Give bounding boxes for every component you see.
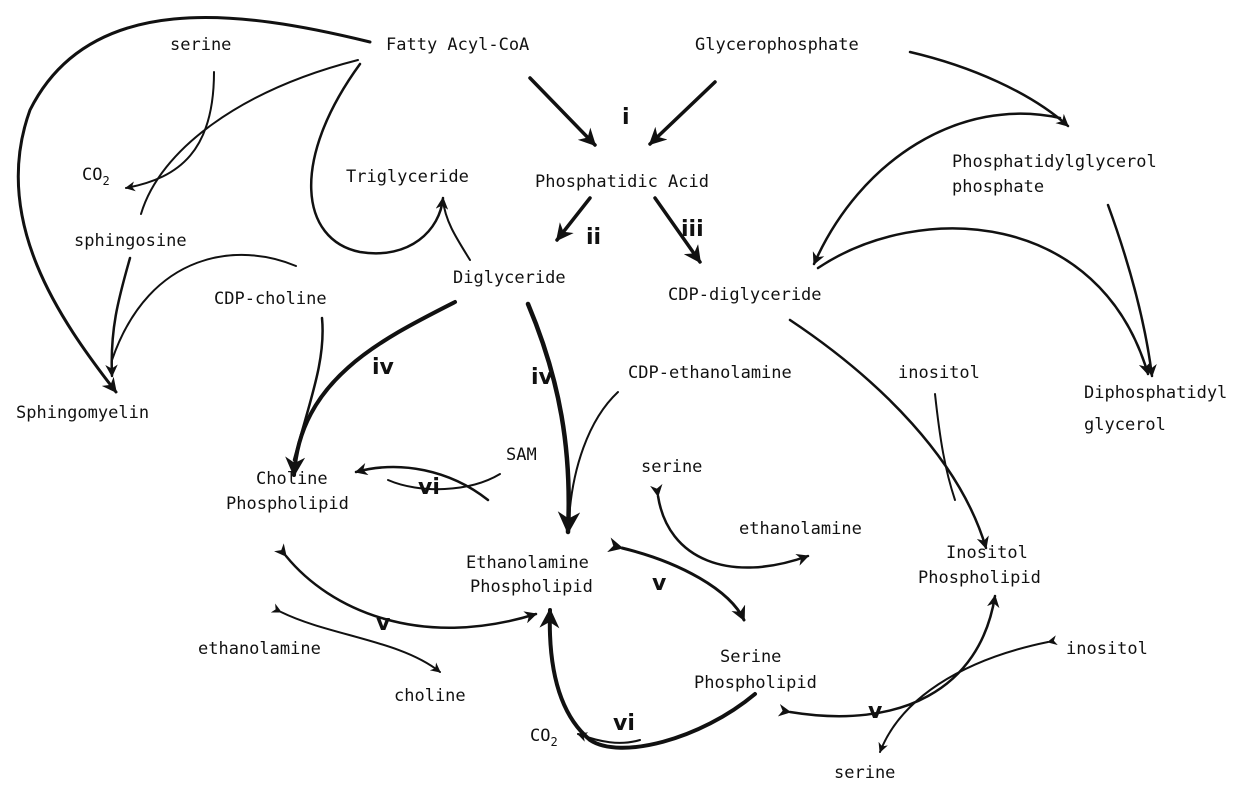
label-pgp-line1: Phosphatidylglycerol [952, 152, 1157, 172]
label-serine-phospholipid-line2: Phospholipid [694, 673, 817, 693]
arrow-glycerophosphate-to-pgp [908, 50, 1070, 128]
arrow-cdpethanolamine-to-ethanolamine-phospholipid [568, 391, 619, 521]
arrow-fattyacyl-to-phosphatidic-acid [528, 76, 597, 147]
label-cdp-choline: CDP-choline [214, 289, 327, 309]
label-diphosphatidylglycerol-line2: glycerol [1084, 415, 1166, 435]
label-choline-phospholipid-line2: Phospholipid [226, 494, 349, 514]
arrow-diglyceride-to-triglyceride [442, 199, 471, 261]
arrow-cdpcholine-to-choline-phospholipid [292, 316, 324, 462]
label-ethanolamine-mid: ethanolamine [739, 519, 862, 539]
step-label-iii: iii [681, 217, 704, 242]
label-ethanolamine-phospholipid-line2: Phospholipid [470, 577, 593, 597]
label-fatty-acyl-coa: Fatty Acyl-CoA [386, 35, 529, 55]
arrow-pgp-to-diphosphatidylglycerol [1106, 203, 1157, 378]
label-sphingomyelin: Sphingomyelin [16, 403, 149, 423]
label-ethanolamine-phospholipid-line1: Ethanolamine [466, 553, 589, 573]
label-diglyceride: Diglyceride [453, 268, 566, 288]
arrow-serine-inositol-phospholipid-exchange [777, 594, 1000, 718]
step-label-ii: ii [586, 225, 601, 250]
label-serine-bottom: serine [834, 763, 895, 783]
arrow-co2-bottom [577, 732, 641, 744]
arrow-sam-input [387, 473, 501, 491]
step-label-v-right: v [868, 699, 883, 724]
label-cdp-ethanolamine: CDP-ethanolamine [628, 363, 792, 383]
arrow-glycerophosphate-to-phosphatidic-acid [648, 80, 717, 146]
label-co2-top: CO2 [82, 165, 110, 188]
label-sphingosine: sphingosine [74, 231, 187, 251]
step-label-vi-bottom: vi [613, 711, 635, 736]
label-triglyceride: Triglyceride [346, 167, 469, 187]
label-serine-top: serine [170, 35, 231, 55]
label-pgp-line2: phosphate [952, 177, 1044, 197]
label-co2-bottom: CO2 [530, 726, 558, 749]
arrow-inositol-to-inositol-phospholipid [934, 393, 956, 501]
arrow-fattyacyl-to-triglyceride [309, 62, 449, 255]
step-label-v-left: v [376, 611, 391, 636]
arrow-sphingosine-to-sphingomyelin [105, 256, 132, 378]
label-glycerophosphate: Glycerophosphate [695, 35, 859, 55]
arrow-diglyceride-to-choline-phospholipid [285, 300, 457, 477]
arrow-pgp-to-cdp-diglyceride [812, 112, 1062, 266]
arrow-serine-to-co2-top [125, 71, 215, 192]
label-diphosphatidylglycerol-line1: Diphosphatidyl [1084, 383, 1227, 403]
label-inositol-right: inositol [1066, 639, 1148, 659]
label-inositol-top: inositol [898, 363, 980, 383]
arrow-cdp-diglyceride-to-diphosphatidylglycerol [816, 227, 1151, 376]
label-sam: SAM [506, 445, 537, 465]
arrow-fattyacyl-to-sphingomyelin [16, 16, 372, 394]
label-co2-top-main: CO [82, 165, 102, 185]
arrow-inositol-serine-side [878, 635, 1058, 753]
step-label-iv-left: iv [372, 355, 395, 380]
arrow-diglyceride-to-ethanolamine-phospholipid [525, 301, 581, 535]
arrow-phosphatidic-acid-to-diglyceride [555, 196, 592, 242]
step-labels: i ii iii iv iv vi v v v vi [372, 105, 883, 736]
label-choline: choline [394, 686, 466, 706]
label-co2-bottom-main: CO [530, 726, 550, 746]
label-serine-phospholipid-line1: Serine [720, 647, 781, 667]
arrow-phosphatidic-acid-to-cdp-diglyceride [653, 196, 702, 264]
label-serine-mid: serine [641, 457, 702, 477]
connectors [16, 16, 1157, 753]
label-ethanolamine-left: ethanolamine [198, 639, 321, 659]
arrow-ethanolamine-to-choline-phospholipid-sam [354, 463, 490, 502]
arrow-cdpcholine-to-sphingomyelin [111, 253, 297, 361]
label-co2-top-sub: 2 [102, 174, 109, 188]
node-labels: Fatty Acyl-CoA Glycerophosphate serine C… [16, 35, 1227, 783]
label-cdp-diglyceride: CDP-diglyceride [668, 285, 822, 305]
arrow-cdp-diglyceride-to-inositol-phospholipid [788, 318, 989, 550]
step-label-vi-top: vi [418, 475, 440, 500]
label-choline-phospholipid-line1: Choline [256, 469, 328, 489]
step-label-v-center: v [652, 571, 667, 596]
step-label-i: i [622, 105, 630, 130]
label-co2-bottom-sub: 2 [550, 735, 557, 749]
arrow-ethanolamine-serine-phospholipid-exchange [607, 537, 746, 622]
label-inositol-phospholipid-line1: Inositol [946, 543, 1028, 563]
arrow-serine-to-ethanolamine-phospholipid-decarboxylation [539, 608, 757, 750]
label-phosphatidic-acid: Phosphatidic Acid [535, 172, 709, 192]
arrow-fattyacyl-to-sphingosine [140, 59, 359, 215]
label-inositol-phospholipid-line2: Phospholipid [918, 568, 1041, 588]
arrow-ethanolamine-choline-side [270, 603, 441, 673]
step-label-iv-center: iv [531, 365, 554, 390]
